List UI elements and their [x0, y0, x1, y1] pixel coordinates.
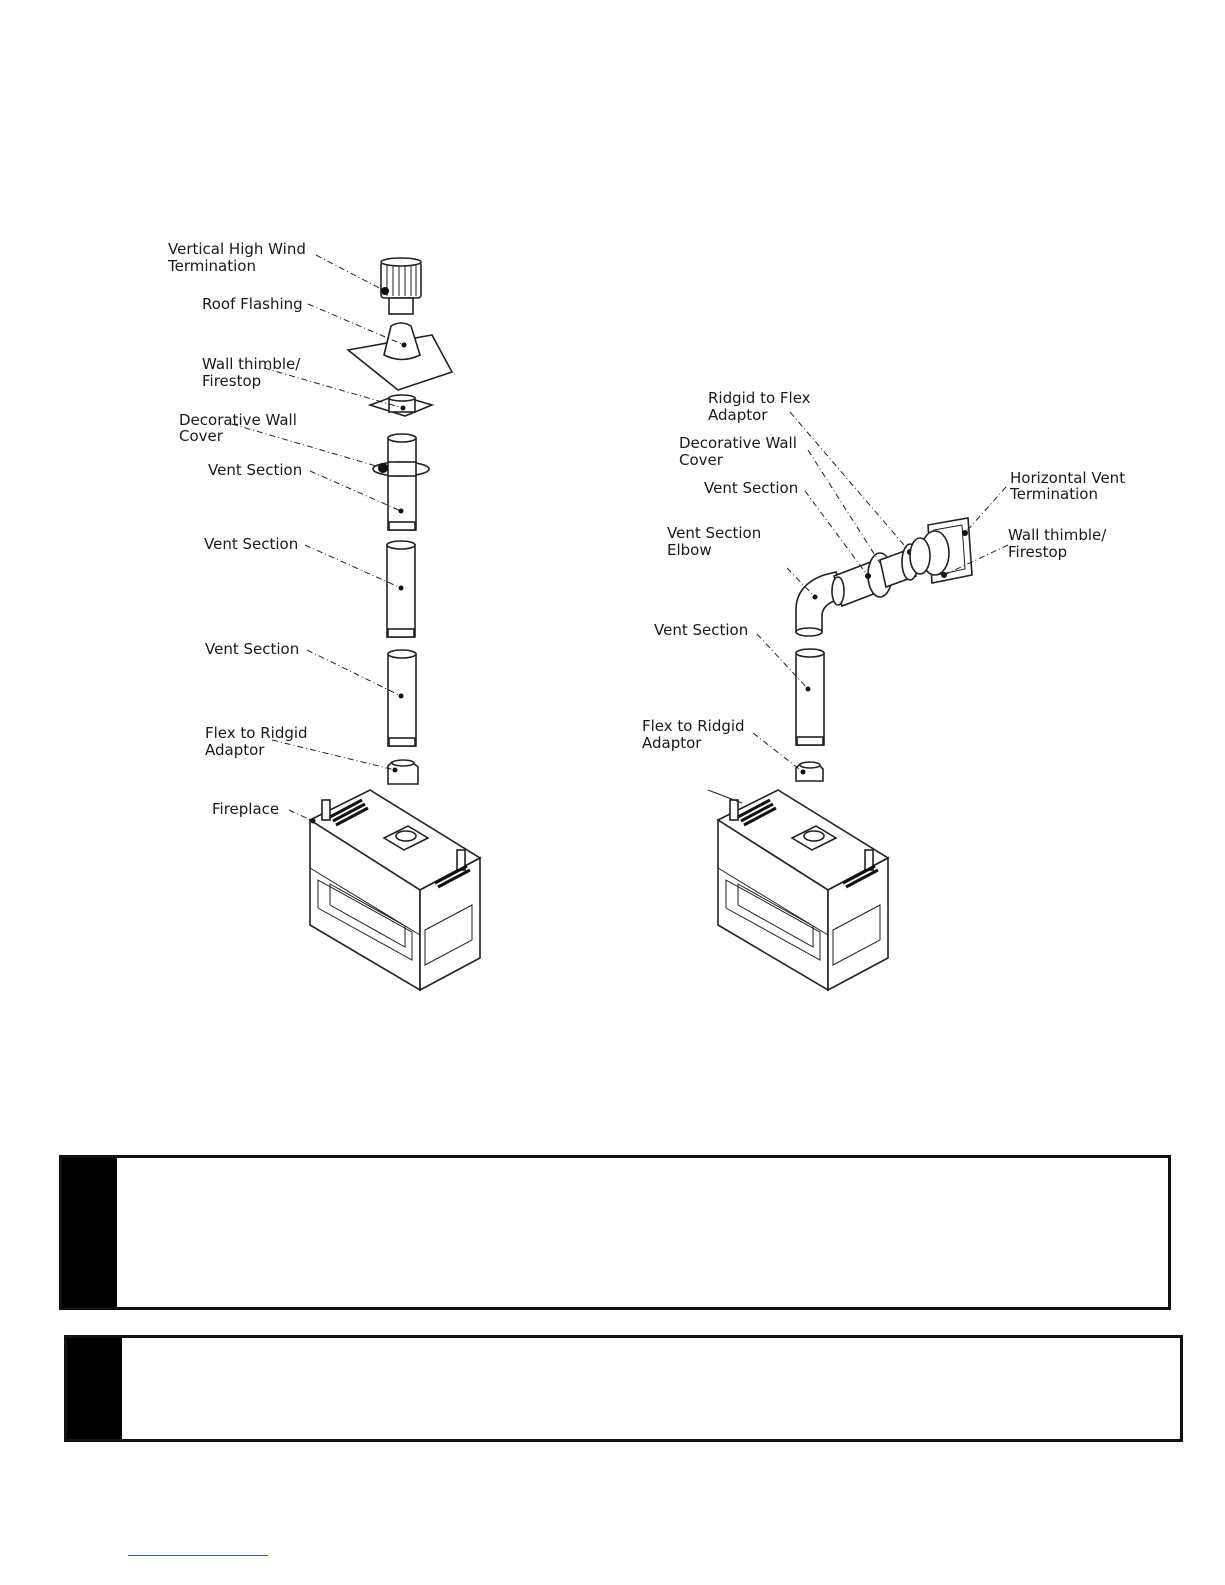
venting-diagram: Vertical High Wind Termination Roof Flas…: [167, 240, 1130, 992]
left-vent-section-2-part: [386, 540, 416, 638]
label-vent-section-elbow: Vent Section Elbow: [667, 524, 766, 559]
left-vent-section-3-part: [387, 649, 417, 747]
label-left-wall-thimble-firestop: Wall thimble/ Firestop: [202, 355, 305, 390]
label-right-wall-thimble-line2: Firestop: [1008, 543, 1067, 561]
label-fireplace: Fireplace: [212, 800, 279, 818]
right-fireplace-part: [707, 789, 890, 992]
left-flex-adaptor-part: [387, 759, 419, 785]
label-vertical-high-wind-termination-line1: Vertical High Wind: [168, 240, 306, 258]
label-left-flex-to-ridgid-adaptor: Flex to Ridgid Adaptor: [205, 724, 312, 759]
left-wall-thimble-part: [367, 394, 435, 417]
horizontal-vent-assembly: Ridgid to Flex Adaptor Decorative Wall C…: [642, 389, 1130, 992]
label-left-wall-thimble-line2: Firestop: [202, 372, 261, 390]
label-left-flex-adaptor-line2: Adaptor: [205, 741, 265, 759]
right-vent-section-lower-part: [795, 648, 825, 746]
label-right-flex-to-ridgid-adaptor: Flex to Ridgid Adaptor: [642, 717, 749, 752]
label-left-vent-section-1: Vent Section: [208, 461, 302, 479]
label-left-decorative-wall-cover-line1: Decorative Wall: [179, 411, 297, 429]
notice-box-1: [59, 1155, 1171, 1310]
label-vertical-high-wind-termination-line2: Termination: [167, 257, 256, 275]
notice-box-2-tab: [67, 1338, 122, 1439]
label-left-vent-section-3: Vent Section: [205, 640, 299, 658]
label-right-flex-adaptor-line2: Adaptor: [642, 734, 702, 752]
label-ridgid-to-flex-adaptor: Ridgid to Flex Adaptor: [708, 389, 815, 424]
label-right-vent-section-top: Vent Section: [704, 479, 798, 497]
label-left-decorative-wall-cover: Decorative Wall Cover: [179, 411, 302, 445]
label-ridgid-to-flex-line2: Adaptor: [708, 406, 768, 424]
label-vent-section-elbow-line1: Vent Section: [667, 524, 761, 542]
label-right-wall-thimble-firestop: Wall thimble/ Firestop: [1008, 526, 1111, 561]
label-right-flex-adaptor-line1: Flex to Ridgid: [642, 717, 745, 735]
label-right-decorative-wall-cover: Decorative Wall Cover: [679, 434, 802, 469]
label-horizontal-vent-termination: Horizontal Vent Termination: [1009, 469, 1130, 503]
notice-box-1-tab: [62, 1158, 117, 1307]
label-right-decorative-wall-cover-line1: Decorative Wall: [679, 434, 797, 452]
label-left-vent-section-2: Vent Section: [204, 535, 298, 553]
roof-flashing-part: [346, 322, 454, 391]
left-fireplace-part: [308, 789, 482, 992]
label-left-decorative-wall-cover-line2: Cover: [179, 427, 224, 445]
vertical-vent-assembly: Vertical High Wind Termination Roof Flas…: [167, 240, 482, 992]
notice-box-2: [64, 1335, 1183, 1442]
label-horizontal-vent-termination-line2: Termination: [1009, 485, 1098, 503]
horizontal-vent-termination-part: [909, 517, 973, 584]
label-left-flex-adaptor-line1: Flex to Ridgid: [205, 724, 308, 742]
label-ridgid-to-flex-line1: Ridgid to Flex: [708, 389, 811, 407]
label-left-wall-thimble-line1: Wall thimble/: [202, 355, 301, 373]
footer-link-underline[interactable]: [128, 1555, 268, 1556]
label-roof-flashing: Roof Flashing: [202, 295, 303, 313]
label-horizontal-vent-termination-line1: Horizontal Vent: [1010, 469, 1125, 487]
right-flex-adaptor-part: [795, 761, 824, 782]
label-right-vent-section-lower: Vent Section: [654, 621, 748, 639]
label-right-decorative-wall-cover-line2: Cover: [679, 451, 724, 469]
label-vent-section-elbow-line2: Elbow: [667, 541, 712, 559]
label-right-wall-thimble-line1: Wall thimble/: [1008, 526, 1107, 544]
vertical-high-wind-termination-part: [380, 257, 422, 315]
left-vent-section-1-part: [372, 433, 430, 531]
label-vertical-high-wind-termination: Vertical High Wind Termination: [167, 240, 311, 275]
